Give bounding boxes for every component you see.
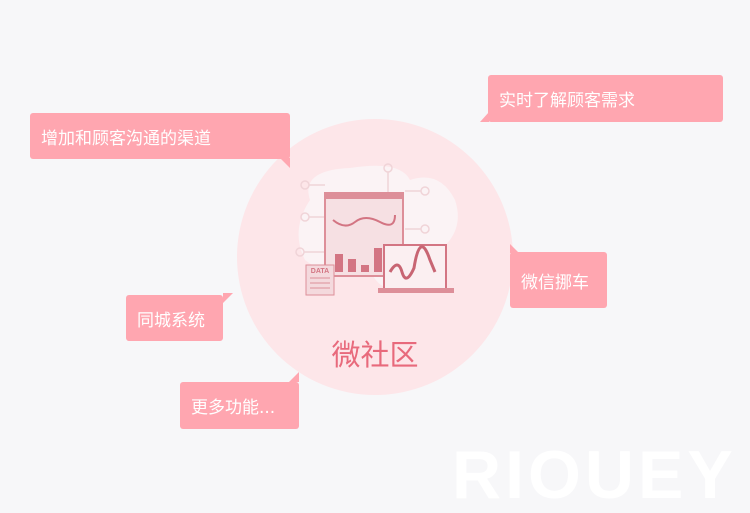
- bubble-tail: [510, 244, 519, 253]
- bubble-label: 微信挪车: [521, 272, 589, 293]
- bubble-tail: [280, 158, 290, 168]
- bubble-wechat-car: 微信挪车: [510, 252, 607, 308]
- bubble-tail: [289, 372, 299, 382]
- bubble-customer-needs: 实时了解顾客需求: [488, 75, 723, 122]
- center-title: 微社区: [331, 338, 419, 372]
- bubble-tail: [480, 112, 489, 122]
- bubble-more-features: 更多功能...: [180, 382, 299, 429]
- bubble-customer-channel: 增加和顾客沟通的渠道: [30, 113, 290, 159]
- bubble-label: 更多功能...: [191, 398, 276, 418]
- bubble-tail: [223, 293, 233, 303]
- bubble-label: 增加和顾客沟通的渠道: [41, 128, 211, 149]
- bubble-city-system: 同城系统: [126, 295, 223, 341]
- watermark-logo: RIOUEY: [452, 437, 737, 513]
- data-label: DATA: [311, 268, 329, 275]
- bubble-label: 实时了解顾客需求: [499, 91, 635, 111]
- data-analytics-illustration: DATA: [295, 163, 458, 296]
- bubble-label: 同城系统: [137, 310, 205, 331]
